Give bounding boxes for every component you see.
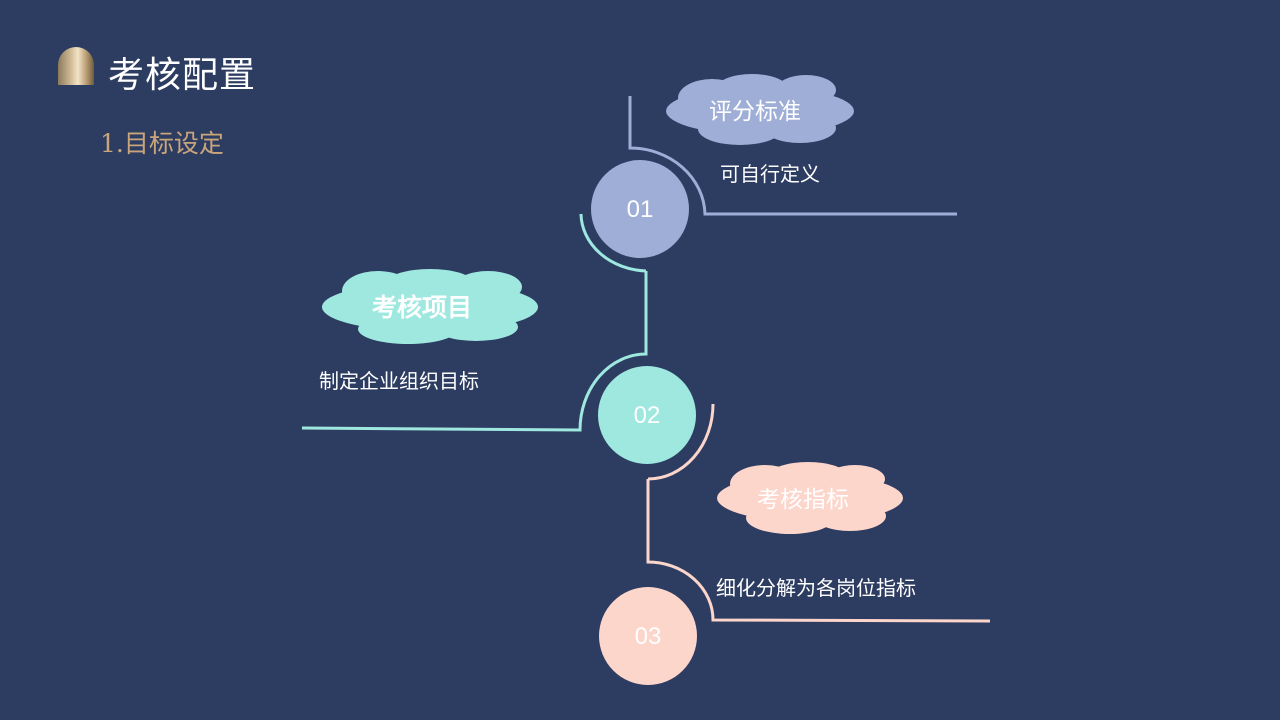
step-02-connector bbox=[301, 271, 648, 432]
step-02-cloud bbox=[322, 269, 538, 344]
step-02-number: 02 bbox=[634, 402, 661, 429]
step-01-connector bbox=[628, 96, 957, 216]
step-01-cloud bbox=[666, 74, 854, 145]
step-01-lower-arc bbox=[579, 213, 647, 273]
step-03-description: 细化分解为各岗位指标 bbox=[716, 576, 916, 600]
section-subtitle: 1.目标设定 bbox=[100, 129, 224, 158]
step-01-description: 可自行定义 bbox=[720, 162, 820, 186]
step-02-heading: 考核项目 bbox=[372, 293, 472, 322]
step-01-heading: 评分标准 bbox=[709, 99, 801, 125]
page-title: 考核配置 bbox=[108, 55, 257, 96]
step-03-number: 03 bbox=[635, 623, 662, 650]
step-03-connector bbox=[646, 479, 991, 623]
step-01-number: 01 bbox=[627, 196, 654, 223]
step-02-description: 制定企业组织目标 bbox=[319, 369, 479, 393]
step-03-circle bbox=[599, 587, 697, 685]
step-03-cloud bbox=[717, 462, 903, 534]
logo-icon bbox=[58, 47, 94, 85]
step-02-circle bbox=[598, 366, 696, 464]
step-02-lower-arc bbox=[647, 403, 715, 481]
step-01-circle bbox=[591, 160, 689, 258]
step-03-heading: 考核指标 bbox=[757, 487, 849, 513]
